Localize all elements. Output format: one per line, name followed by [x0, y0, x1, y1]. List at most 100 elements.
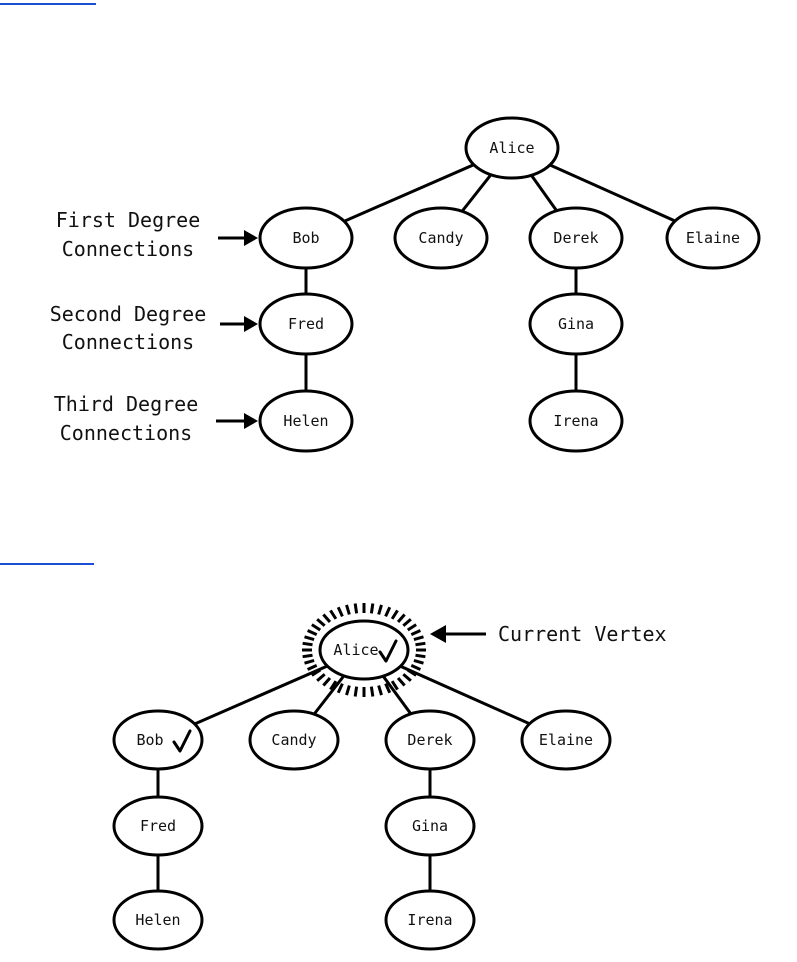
diagram1-edges [304, 146, 714, 421]
diagram2-node-bob-checkmark-icon [172, 729, 192, 753]
highlight-ray [336, 683, 344, 694]
highlight-ray [406, 623, 417, 632]
highlight-ray [406, 668, 417, 677]
annotation-third-degree: Third Degree Connections [54, 392, 258, 445]
diagram1-node-helen-label: Helen [283, 412, 328, 430]
diagram1-node-bob-ellipse [258, 206, 354, 270]
highlight-ray [390, 680, 399, 691]
highlight-ray [415, 653, 426, 659]
diagram2-node-alice-label: Alice [333, 641, 378, 659]
highlight-ray [306, 629, 318, 636]
third-degree-label-line2: Connections [60, 421, 192, 445]
current-vertex-arrow-head [430, 625, 446, 643]
diagram1-node-gina-ellipse [528, 292, 624, 356]
first-degree-label-line2: Connections [62, 237, 194, 261]
highlight-ray [329, 680, 338, 691]
diagram1-node-helen: Helen [258, 389, 354, 453]
highlight-ray [304, 635, 315, 642]
diagram2-node-gina-ellipse [384, 795, 476, 857]
highlight-ray [322, 676, 332, 687]
diagram1-node-irena-label: Irena [553, 412, 598, 430]
diagram2-node-elaine-label: Elaine [539, 731, 593, 749]
diagram1-node-bob-label: Bob [292, 229, 319, 247]
diagram2-node-alice-ellipse [318, 619, 410, 681]
highlight-ray [322, 613, 332, 624]
highlight-ray [369, 603, 375, 614]
diagram2-node-alice: Alice [318, 619, 410, 681]
diagram2-node-helen-ellipse [112, 889, 204, 951]
diagram2-node-alice-checkmark-icon [378, 639, 398, 663]
diagram2-node-fred: Fred [112, 795, 204, 857]
highlight-ray [390, 609, 399, 620]
diagram2-node-irena: Irena [384, 889, 476, 951]
diagram1-node-derek: Derek [528, 206, 624, 270]
diagram1-node-fred: Fred [258, 292, 354, 356]
diagram1-node-alice: Alice [464, 116, 560, 180]
current-vertex-highlight [302, 603, 426, 697]
second-degree-label-line1: Second Degree [50, 302, 207, 326]
highlight-ray [304, 658, 315, 665]
annotation-current-vertex: Current Vertex [430, 622, 667, 646]
highlight-ray [402, 618, 412, 627]
annotation-second-degree: Second Degree Connections [50, 302, 258, 354]
highlight-ray [415, 641, 426, 647]
diagram1-node-alice-ellipse [464, 116, 560, 180]
highlight-ray [345, 604, 351, 615]
diagram2-node-derek: Derek [384, 709, 476, 771]
diagram1-node-gina-label: Gina [558, 315, 594, 333]
highlight-ray [353, 603, 359, 614]
diagram2-node-derek-label: Derek [407, 731, 452, 749]
highlight-ray [345, 685, 351, 696]
diagram2-node-irena-label: Irena [407, 911, 452, 929]
highlight-ray [329, 609, 338, 620]
diagram1-node-elaine: Elaine [665, 206, 761, 270]
first-degree-arrow-head [244, 230, 258, 246]
diagram1-node-irena: Irena [528, 389, 624, 453]
highlight-ray [410, 664, 422, 671]
highlight-ray [302, 641, 313, 647]
highlight-ray [302, 653, 313, 659]
highlight-ray [384, 606, 392, 617]
highlight-ray [410, 629, 422, 636]
diagram2-node-helen: Helen [112, 889, 204, 951]
highlight-ray [384, 683, 392, 694]
third-degree-label-line1: Third Degree [54, 392, 199, 416]
highlight-ray [336, 606, 344, 617]
diagram1-node-irena-ellipse [528, 389, 624, 453]
third-degree-arrow-head [244, 413, 258, 429]
diagram2-node-irena-ellipse [384, 889, 476, 951]
diagram1-node-elaine-ellipse [665, 206, 761, 270]
highlight-ray [306, 664, 318, 671]
highlight-ray [413, 635, 424, 642]
highlight-ray [396, 676, 406, 687]
diagram2-node-fred-label: Fred [140, 817, 176, 835]
highlight-ray [316, 618, 326, 627]
second-degree-arrow-head [244, 316, 258, 332]
diagram1-node-candy: Candy [393, 206, 489, 270]
diagram2-node-elaine: Elaine [520, 709, 612, 771]
diagram1-node-derek-label: Derek [553, 229, 598, 247]
diagram1-node-fred-ellipse [258, 292, 354, 356]
highlight-ray [377, 604, 383, 615]
diagram2-node-candy: Candy [248, 709, 340, 771]
diagram2-node-helen-label: Helen [135, 911, 180, 929]
diagram2-node-derek-ellipse [384, 709, 476, 771]
diagram1-node-gina: Gina [528, 292, 624, 356]
highlight-ray [316, 673, 326, 682]
annotation-first-degree: First Degree Connections [56, 208, 258, 261]
diagram1-node-candy-ellipse [393, 206, 489, 270]
second-degree-label-line2: Connections [62, 330, 194, 354]
diagram1-node-helen-ellipse [258, 389, 354, 453]
diagram1-node-fred-label: Fred [288, 315, 324, 333]
diagram2-node-elaine-ellipse [520, 709, 612, 771]
diagram1-node-alice-label: Alice [489, 139, 534, 157]
highlight-ray [377, 685, 383, 696]
current-vertex-label: Current Vertex [498, 622, 667, 646]
diagram2-node-bob-ellipse [112, 709, 204, 771]
highlight-ray [311, 668, 322, 677]
first-degree-label-line1: First Degree [56, 208, 201, 232]
diagram1-node-elaine-label: Elaine [686, 229, 740, 247]
